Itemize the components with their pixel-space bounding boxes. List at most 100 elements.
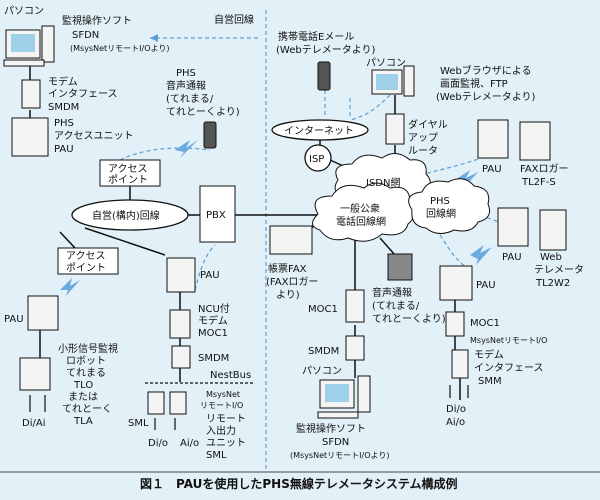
label-tlo-3: てれまる: [66, 367, 106, 379]
label-pau-top-3: PAU: [54, 144, 74, 155]
label-tlo-5: または: [68, 391, 98, 403]
smdm-r-device: [345, 335, 365, 361]
pau-mid-device: [166, 257, 196, 293]
line-ap-left-pau: [84, 227, 166, 256]
label-pc-bottom: パソコン: [302, 365, 342, 377]
label-pau-top-1: PHS: [54, 118, 74, 129]
pau-fax-device: [477, 119, 509, 159]
label-tlo-6: てれとーく: [62, 403, 112, 415]
label-voice-r-2: (てれまる/: [372, 300, 420, 312]
label-di-o-mid: Di/o: [148, 438, 168, 449]
label-voice-2: 音声通報: [166, 79, 206, 92]
label-voice-3: (てれまる/: [166, 93, 214, 105]
label-pc-top-left: パソコン: [4, 5, 44, 17]
pau-top-device: [11, 117, 49, 157]
tlo-device: [19, 357, 51, 391]
label-ap-top-1: アクセス: [108, 163, 148, 175]
label-internet: インターネット: [284, 125, 354, 137]
label-email-1: 携帯電話Eメール: [278, 30, 354, 43]
bolt-1: [175, 140, 198, 158]
label-msys-rr: MsysNetリモートI/O: [470, 336, 547, 345]
smm-device: [451, 349, 469, 379]
label-ap-top-2: ポイント: [108, 174, 148, 186]
label-tlo-1: 小形信号監視: [58, 342, 118, 355]
pau-web-device: [497, 207, 529, 247]
tower: [403, 65, 415, 97]
label-pc-top-right: パソコン: [366, 57, 406, 69]
modem-if-device: [21, 79, 41, 109]
pc-bottom: [317, 375, 371, 419]
label-dialup-1: ダイヤル: [408, 118, 448, 131]
screen: [11, 34, 35, 52]
router-device: [385, 113, 405, 145]
label-dialup-3: ルータ: [408, 145, 438, 157]
label-web-1: Web: [540, 252, 562, 263]
faxlogger-device: [519, 121, 551, 161]
fax-machine: [269, 225, 313, 255]
label-jiei-line-top: 自営回線: [214, 13, 254, 26]
label-browser-3: (Webテレメータより): [436, 91, 536, 103]
label-faxlogger-2: TL2F-S: [521, 177, 556, 188]
label-sml: SML: [128, 418, 149, 429]
mobile-phone-top: [317, 61, 331, 91]
label-pau-web: PAU: [502, 252, 522, 263]
sml-device-1: [147, 391, 165, 415]
label-browser-2: 画面監視、FTP: [440, 77, 508, 90]
label-modem-rr-3: SMM: [478, 376, 502, 387]
moc1-r-device: [345, 289, 365, 323]
label-software-top-2: SFDN: [72, 30, 99, 41]
label-msysnet-2: リモートI/O: [200, 401, 243, 410]
keyboard: [3, 59, 45, 67]
label-ap-left-2: ポイント: [66, 262, 106, 274]
ap-left-box: [57, 247, 119, 275]
screen: [325, 384, 349, 402]
label-voice-r-1: 音声通報: [372, 286, 412, 299]
label-soft-bottom-2: SFDN: [322, 437, 349, 448]
sml-device-2: [169, 391, 187, 415]
label-modem-rr-2: インタフェース: [474, 362, 544, 374]
web-telemeter-device: [539, 209, 567, 251]
label-public-2: 電話回線網: [336, 215, 386, 228]
arrow-jiei-top: [150, 34, 158, 42]
label-pau-fax: PAU: [482, 164, 502, 175]
bolt-2: [60, 278, 80, 296]
phs-handset-top: [203, 121, 217, 149]
label-nestbus: NestBus: [210, 370, 251, 381]
desk-phone: [387, 253, 413, 281]
label-software-top-1: 監視操作ソフト: [62, 14, 132, 27]
label-di-ai: Di/Ai: [22, 418, 45, 429]
label-modem-if-1: モデム: [48, 75, 78, 88]
label-moc1-rr: MOC1: [470, 318, 500, 329]
label-pbx: PBX: [206, 210, 226, 221]
label-faxlogger-1: FAXロガー: [520, 163, 569, 175]
internet-ellipse: [271, 119, 369, 141]
label-ai-o-mid: Ai/o: [180, 438, 199, 449]
label-pau-top-2: アクセスユニット: [54, 130, 134, 142]
label-phs-net-2: 回線網: [426, 207, 456, 220]
label-phs-net-1: PHS: [430, 196, 450, 207]
flow-browser: [349, 89, 396, 121]
label-tlo-7: TLA: [73, 416, 93, 427]
cloud-phs: [408, 178, 491, 234]
label-aio-rr: Ai/o: [446, 417, 465, 428]
label-dialup-2: アップ: [408, 132, 438, 144]
tower: [357, 375, 371, 413]
label-remote-3: ユニット: [206, 438, 246, 449]
pc-top-left: [3, 25, 55, 67]
label-remote-2: 入出力: [206, 424, 236, 437]
label-modem-if-3: SMDM: [48, 102, 79, 113]
label-dio-rr: Di/o: [446, 404, 466, 415]
label-tlo-4: TLO: [73, 380, 93, 391]
label-soft-bottom-1: 監視操作ソフト: [296, 422, 366, 435]
label-web-3: TL2W2: [535, 278, 570, 289]
label-email-2: (Webテレメータより): [276, 44, 376, 56]
label-ncu-1: NCU付: [198, 302, 230, 315]
pc-top-right: [371, 65, 415, 97]
label-voice-r-3: てれとーくより): [372, 313, 446, 325]
label-fax-1: 帳票FAX: [268, 262, 307, 275]
label-web-2: テレメータ: [534, 264, 584, 276]
isp-circle: [304, 144, 332, 172]
label-pau-r: PAU: [476, 280, 496, 291]
label-fax-2: (FAXロガー: [266, 276, 318, 288]
caption: 図１ PAUを使用したPHS無線テレメータシステム構成例: [140, 476, 457, 491]
